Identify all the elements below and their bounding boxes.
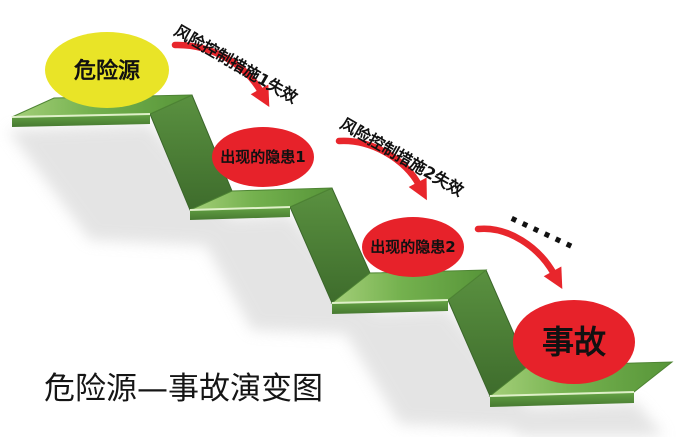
staircase-risers: [149, 94, 529, 397]
label-control-measure-2-failure: 风险控制措施2失效: [337, 114, 467, 200]
hazard-source-ellipse: [45, 32, 169, 108]
arrow-control-measure-1-icon: [171, 41, 270, 107]
accident-label: 事故: [542, 323, 606, 361]
label-control-measure-1-failure: 风险控制措施1失效: [171, 21, 301, 107]
arrow-control-measure-2-icon: [335, 137, 427, 201]
shadow-step-4: [492, 402, 664, 436]
node-hidden-danger-2: 出现的隐患2: [362, 217, 464, 277]
arrow-continuation-icon: [474, 225, 563, 289]
step-3-edge-highlight: [331, 299, 449, 304]
hidden-danger-2-label: 出现的隐患2: [370, 238, 455, 256]
hidden-danger-1-label: 出现的隐患1: [220, 148, 305, 166]
step-2: [189, 187, 333, 220]
step-2-edge-highlight: [189, 206, 291, 211]
hidden-danger-1-ellipse: [212, 127, 314, 187]
step-4-edge-highlight: [489, 391, 635, 397]
hazard-source-label: 危险源: [74, 58, 140, 84]
hidden-danger-2-ellipse: [362, 217, 464, 277]
step-1-edge-highlight: [11, 113, 151, 118]
node-hidden-danger-1: 出现的隐患1: [212, 127, 314, 187]
node-accident: 事故: [513, 300, 635, 384]
accident-ellipse: [513, 300, 635, 384]
diagram-caption: 危险源—事故演变图: [44, 371, 323, 407]
step-3-front: [332, 300, 448, 314]
node-hazard-source: 危险源: [45, 32, 169, 108]
step-3: [330, 269, 488, 314]
